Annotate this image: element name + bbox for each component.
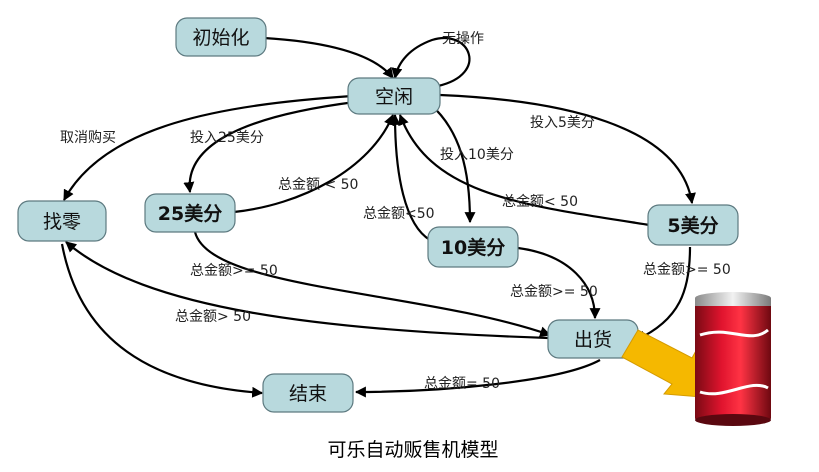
label-eq50: 总金额= 50 [424, 376, 500, 392]
label-lt50-from5: 总金额< 50 [502, 194, 578, 210]
node-init-label: 初始化 [192, 27, 249, 49]
edge-ship-end [354, 359, 601, 398]
label-cancel: 取消购买 [60, 130, 116, 146]
edge-labels: 无操作 取消购买 投入25美分 投入10美分 投入5美分 总金额 < 50 总金… [60, 31, 731, 392]
edge-idle-change-cancel [63, 94, 353, 201]
node-ship: 出货 [547, 319, 639, 359]
node-idle: 空闲 [347, 77, 441, 115]
label-insert5: 投入5美分 [530, 115, 595, 131]
node-25-cents-label: 25美分 [158, 202, 222, 225]
node-end: 结束 [262, 373, 354, 413]
edge-5-idle [398, 113, 651, 227]
node-25-cents: 25美分 [144, 193, 236, 233]
node-5-cents: 5美分 [647, 204, 739, 246]
label-ge50-from5: 总金额>= 50 [643, 262, 731, 278]
edge-25-ship [193, 231, 552, 337]
edge-idle-25 [183, 100, 356, 194]
label-gt50: 总金额> 50 [175, 309, 251, 325]
edge-25-idle [233, 113, 395, 214]
node-init: 初始化 [175, 17, 267, 57]
edge-10-idle [389, 113, 431, 241]
node-end-label: 结束 [289, 383, 327, 405]
label-insert10: 投入10美分 [440, 147, 514, 163]
label-lt50-from10: 总金额<50 [363, 206, 435, 222]
label-ge50-from25: 总金额>= 50 [190, 263, 278, 279]
node-ship-label: 出货 [574, 329, 612, 351]
edge-ship-change [65, 241, 549, 340]
edge-5-ship [634, 246, 692, 342]
node-change-label: 找零 [43, 211, 81, 233]
node-10-cents-label: 10美分 [441, 236, 505, 259]
node-5-cents-label: 5美分 [667, 214, 718, 237]
label-no-op: 无操作 [442, 31, 484, 47]
label-lt50-from25: 总金额 < 50 [278, 177, 358, 193]
edge-10-ship [517, 246, 601, 320]
label-insert25: 投入25美分 [190, 130, 264, 146]
edge-change-end [60, 243, 264, 398]
node-change: 找零 [17, 200, 107, 242]
edge-idle-10 [429, 103, 476, 224]
cola-can-image [695, 292, 771, 426]
label-ge50-from10: 总金额>= 50 [510, 284, 598, 300]
node-idle-label: 空闲 [375, 86, 413, 108]
edges [60, 36, 696, 398]
caption: 可乐自动贩售机模型 [327, 439, 498, 461]
node-10-cents: 10美分 [427, 226, 519, 268]
edge-init-idle [263, 36, 394, 79]
edge-idle-self-no-op [391, 37, 471, 88]
edge-idle-5 [439, 93, 696, 205]
